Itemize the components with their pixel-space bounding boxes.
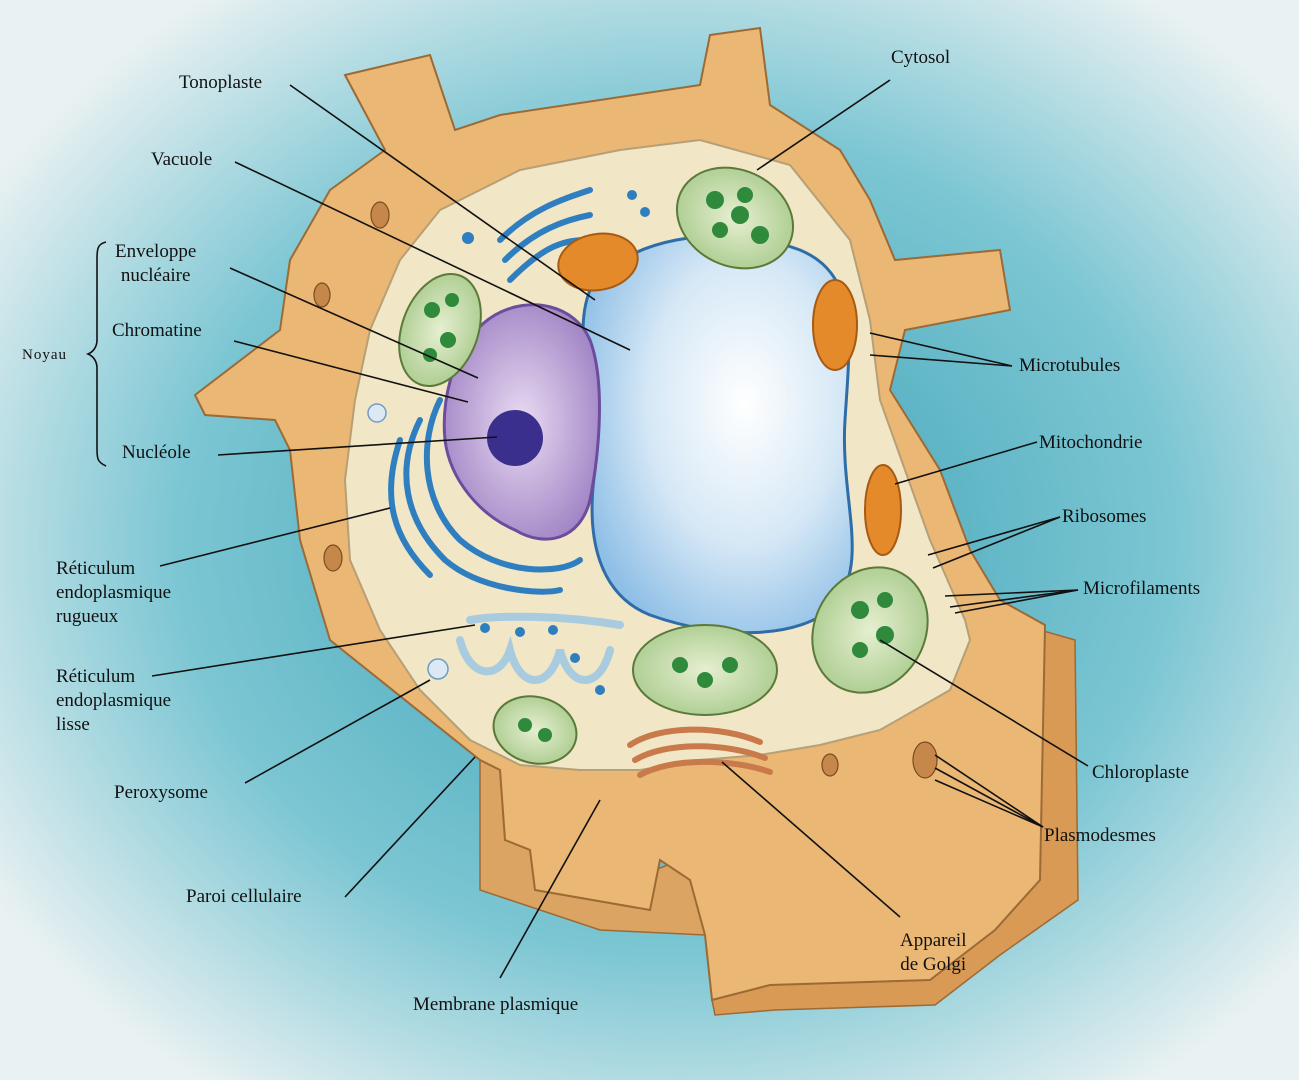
label-microfilaments: Microfilaments — [1083, 577, 1200, 601]
label-rer-line-3: rugueux — [56, 605, 171, 629]
label-rer-line-1: Réticulum — [56, 557, 171, 581]
label-golgi-line-2: de Golgi — [900, 953, 966, 977]
label-appareil-golgi: Appareil de Golgi — [900, 929, 966, 977]
label-rel-line-2: endoplasmique — [56, 689, 171, 713]
label-microtubules: Microtubules — [1019, 354, 1120, 378]
label-chromatine: Chromatine — [112, 319, 202, 343]
label-rel-line-1: Réticulum — [56, 665, 171, 689]
label-enveloppe-line-1: Enveloppe — [115, 240, 196, 264]
label-golgi-line-1: Appareil — [900, 929, 966, 953]
label-nucleole: Nucléole — [122, 441, 191, 465]
label-ribosomes: Ribosomes — [1062, 505, 1146, 529]
peroxisome-2 — [368, 404, 386, 422]
label-plasmodesmes: Plasmodesmes — [1044, 824, 1156, 848]
label-chloroplaste: Chloroplaste — [1092, 761, 1189, 785]
label-cytosol: Cytosol — [891, 46, 950, 70]
label-reticulum-lisse: Réticulum endoplasmique lisse — [56, 665, 171, 737]
label-noyau: Noyau — [22, 343, 67, 367]
label-reticulum-rugueux: Réticulum endoplasmique rugueux — [56, 557, 171, 629]
label-membrane-plasmique: Membrane plasmique — [413, 993, 578, 1017]
label-rer-line-2: endoplasmique — [56, 581, 171, 605]
peroxisome — [428, 659, 448, 679]
nucleolus — [487, 410, 543, 466]
label-paroi-cellulaire: Paroi cellulaire — [186, 885, 302, 909]
label-tonoplaste: Tonoplaste — [179, 71, 262, 95]
label-rel-line-3: lisse — [56, 713, 171, 737]
label-enveloppe-line-2: nucléaire — [115, 264, 196, 288]
vacuole — [583, 236, 852, 633]
label-peroxysome: Peroxysome — [114, 781, 208, 805]
label-mitochondrie: Mitochondrie — [1039, 431, 1142, 455]
label-vacuole: Vacuole — [151, 148, 212, 172]
label-enveloppe-nucleaire: Enveloppe nucléaire — [115, 240, 196, 288]
